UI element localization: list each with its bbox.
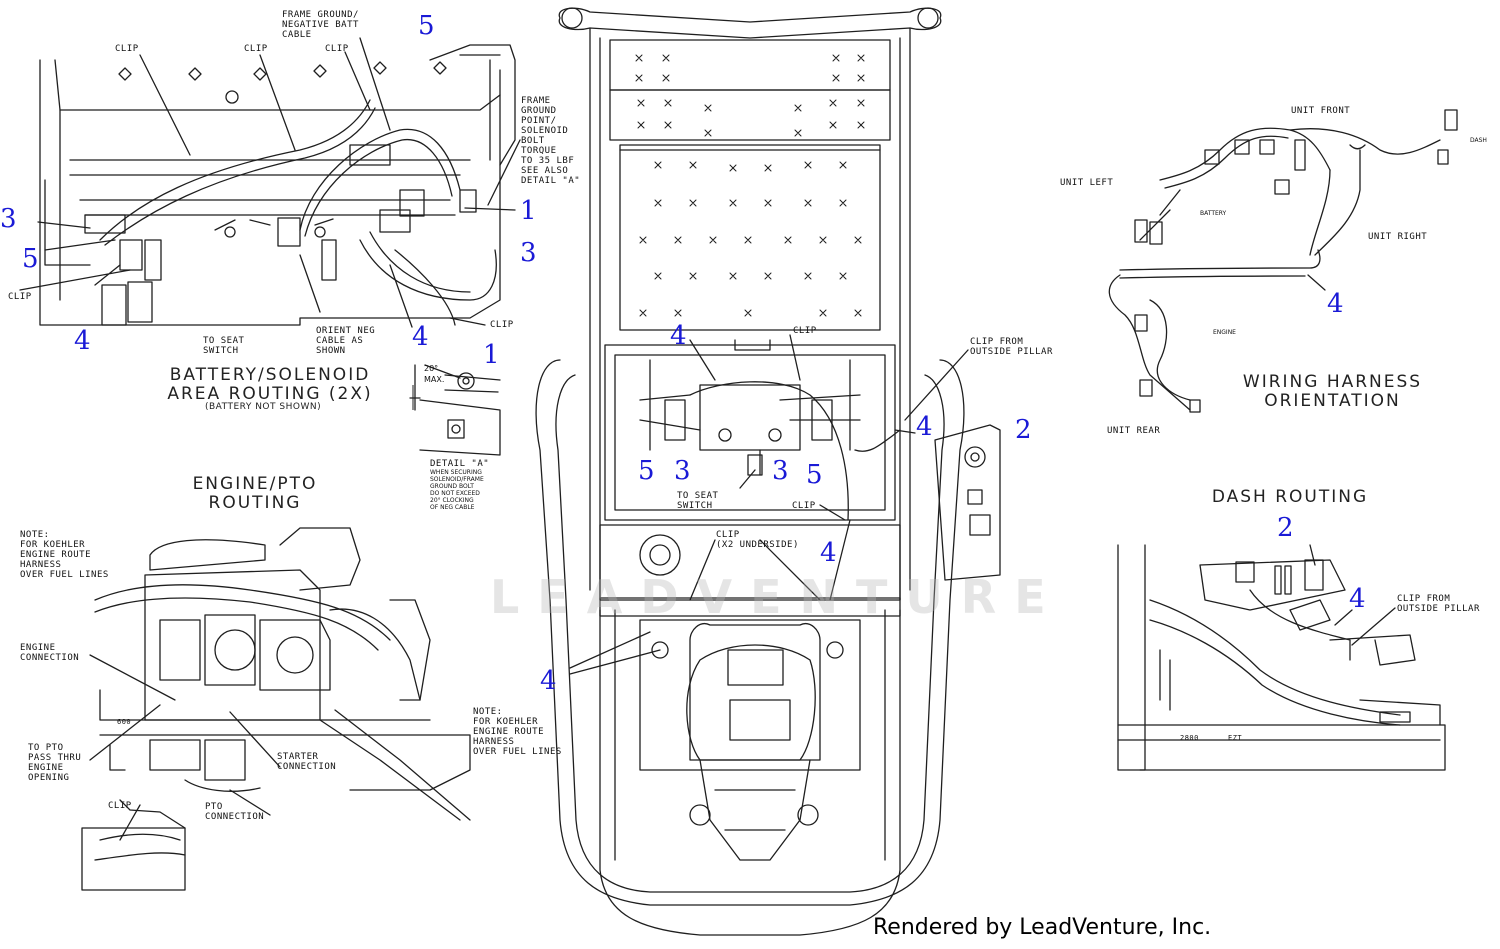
label-angle-max: 20° MAX. <box>424 364 445 384</box>
label-clip: CLIP <box>793 326 817 336</box>
mower-top-view-drawing <box>535 7 1001 936</box>
label-clip: CLIP <box>115 44 139 54</box>
engine-pto-drawing <box>81 527 471 891</box>
title-dash-routing: DASH ROUTING <box>1211 487 1369 507</box>
label-600: 600 <box>117 718 132 726</box>
label-unit-left: UNIT LEFT <box>1060 178 1114 188</box>
callout-number: 4 <box>540 666 557 696</box>
label-clip: CLIP <box>108 801 132 811</box>
callout-number: 5 <box>806 460 823 490</box>
detail-a-drawing <box>409 364 501 456</box>
label-clip: CLIP <box>792 501 816 511</box>
label-note-koehler: NOTE: FOR KOEHLER ENGINE ROUTE HARNESS O… <box>20 530 109 580</box>
label-clip: CLIP <box>8 292 32 302</box>
callout-number: 1 <box>520 196 537 226</box>
subtitle-battery-not-shown: (BATTERY NOT SHOWN) <box>205 402 322 412</box>
label-pto-connection: PTO CONNECTION <box>205 802 265 822</box>
battery-area-drawing <box>19 37 521 328</box>
wiring-harness-drawing <box>1108 109 1458 413</box>
callout-number: 4 <box>670 321 687 351</box>
label-unit-front: UNIT FRONT <box>1291 106 1351 116</box>
label-orient-neg-cable: ORIENT NEG CABLE AS SHOWN <box>316 326 376 356</box>
callout-number: 3 <box>520 238 537 268</box>
callout-number: 3 <box>674 456 691 486</box>
label-clip: CLIP <box>325 44 349 54</box>
callout-number: 5 <box>638 456 655 486</box>
callout-number: 3 <box>0 204 17 234</box>
callout-number: 5 <box>418 11 435 41</box>
label-note-koehler: NOTE: FOR KOEHLER ENGINE ROUTE HARNESS O… <box>473 707 562 757</box>
label-2800: 2800 <box>1180 734 1199 742</box>
callout-number: 4 <box>74 326 91 356</box>
callout-number: 2 <box>1015 415 1032 445</box>
callout-number: 5 <box>22 244 39 274</box>
label-frame-ground-point: FRAME GROUND POINT/ SOLENOID BOLT TORQUE… <box>521 96 581 186</box>
label-battery: BATTERY <box>1200 210 1227 217</box>
label-clip: CLIP <box>244 44 268 54</box>
callout-number: 4 <box>820 538 837 568</box>
label-unit-rear: UNIT REAR <box>1107 426 1161 436</box>
label-starter-connection: STARTER CONNECTION <box>277 752 337 772</box>
label-unit-right: UNIT RIGHT <box>1368 232 1428 242</box>
callout-number: 4 <box>1349 584 1366 614</box>
watermark-text: LEADVENTURE <box>490 570 1064 624</box>
callout-number: 2 <box>1277 513 1294 543</box>
label-engine: ENGINE <box>1213 329 1236 336</box>
label-dash: DASH <box>1470 137 1487 144</box>
title-wiring-harness: WIRING HARNESS ORIENTATION <box>1242 372 1423 411</box>
label-to-seat-switch: TO SEAT SWITCH <box>677 491 719 511</box>
label-clip-from-outside-pillar: CLIP FROM OUTSIDE PILLAR <box>970 337 1053 357</box>
label-to-pto-pass-thru: TO PTO PASS THRU ENGINE OPENING <box>28 743 82 783</box>
callout-number: 1 <box>483 340 500 370</box>
label-frame-ground-cable: FRAME GROUND/ NEGATIVE BATT CABLE <box>282 10 359 40</box>
label-engine-connection: ENGINE CONNECTION <box>20 643 80 663</box>
callout-number: 4 <box>412 322 429 352</box>
callout-number: 4 <box>916 412 933 442</box>
label-to-seat-switch: TO SEAT SWITCH <box>203 336 245 356</box>
label-detail-a: DETAIL "A" <box>430 459 490 469</box>
label-clip-x2-underside: CLIP (X2 UNDERSIDE) <box>716 530 799 550</box>
label-detail-a-note: WHEN SECURING SOLENOID/FRAME GROUND BOLT… <box>430 469 484 511</box>
footer-credit: Rendered by LeadVenture, Inc. <box>873 915 1212 940</box>
callout-number: 4 <box>1327 289 1344 319</box>
dash-routing-drawing <box>1117 544 1446 771</box>
title-battery-area: BATTERY/SOLENOID AREA ROUTING (2X) <box>167 365 373 404</box>
callout-number: 3 <box>772 456 789 486</box>
title-engine-pto: ENGINE/PTO ROUTING <box>192 474 318 513</box>
label-ezt: EZT <box>1228 734 1243 742</box>
label-clip-from-outside-pillar: CLIP FROM OUTSIDE PILLAR <box>1397 594 1480 614</box>
label-clip: CLIP <box>490 320 514 330</box>
